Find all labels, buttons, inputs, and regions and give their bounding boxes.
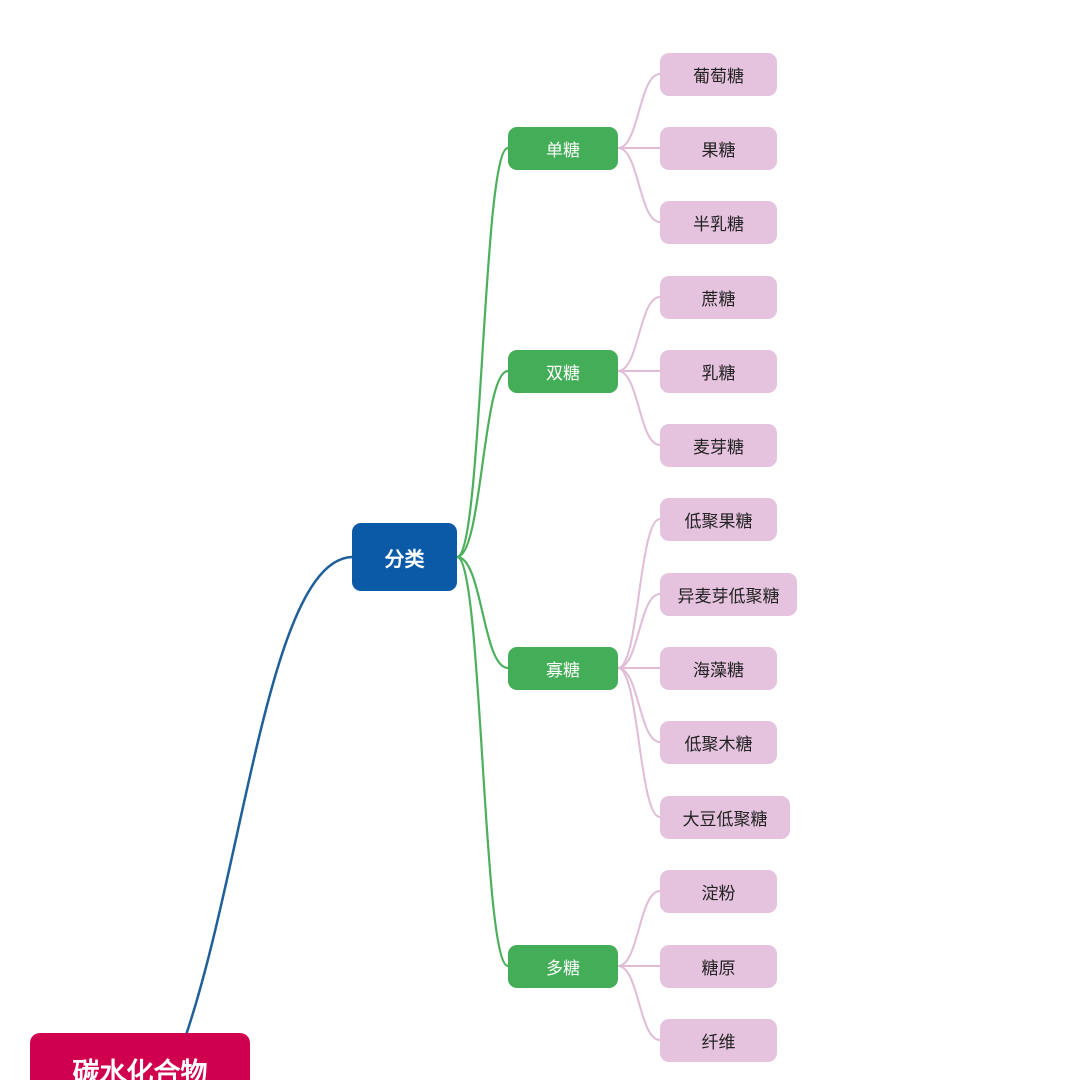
leaf-node-label: 果糖 — [701, 140, 736, 161]
leaf-node-guatang-3[interactable]: 低聚木糖 — [660, 720, 777, 764]
leaf-node-label: 海藻糖 — [693, 660, 744, 681]
link-guatang-to-leaf-4 — [617, 667, 661, 818]
leaf-node-shuangtang-1[interactable]: 乳糖 — [660, 349, 777, 393]
group-node-shuangtang[interactable]: 双糖 — [508, 349, 618, 393]
link-root-to-classification — [184, 555, 353, 1036]
leaf-node-duotang-1[interactable]: 糖原 — [660, 944, 777, 988]
leaf-node-label: 麦芽糖 — [693, 437, 744, 458]
leaf-node-label: 乳糖 — [701, 363, 736, 384]
link-shuangtang-to-leaf-0 — [617, 296, 661, 372]
root-node-label: 碳水化合物 — [72, 1058, 208, 1080]
leaf-node-guatang-4[interactable]: 大豆低聚糖 — [660, 795, 790, 839]
leaf-node-guatang-2[interactable]: 海藻糖 — [660, 646, 777, 690]
leaf-node-dantang-2[interactable]: 半乳糖 — [660, 200, 777, 244]
leaf-node-label: 蔗糖 — [701, 289, 736, 310]
leaf-node-label: 纤维 — [701, 1032, 736, 1053]
leaf-node-duotang-0[interactable]: 淀粉 — [660, 869, 777, 913]
group-node-guatang[interactable]: 寡糖 — [508, 646, 618, 690]
group-node-label: 多糖 — [546, 958, 580, 979]
group-node-label: 单糖 — [546, 140, 580, 161]
link-dantang-to-leaf-2 — [617, 147, 661, 223]
branch-node-classification[interactable]: 分类 — [352, 523, 457, 591]
group-node-duotang[interactable]: 多糖 — [508, 944, 618, 988]
link-duotang-to-leaf-2 — [617, 965, 661, 1041]
root-node[interactable]: 碳水化合物 — [30, 1033, 250, 1080]
branch-node-label: 分类 — [384, 546, 425, 571]
group-node-label: 寡糖 — [546, 660, 580, 681]
link-guatang-to-leaf-3 — [617, 667, 661, 743]
leaf-node-shuangtang-2[interactable]: 麦芽糖 — [660, 423, 777, 467]
link-classification-to-duotang — [455, 555, 510, 968]
leaf-node-label: 糖原 — [701, 958, 736, 979]
leaf-node-label: 淀粉 — [701, 883, 736, 904]
link-classification-to-guatang — [455, 555, 510, 670]
group-node-label: 双糖 — [546, 363, 580, 384]
leaf-node-shuangtang-0[interactable]: 蔗糖 — [660, 275, 777, 319]
leaf-node-label: 大豆低聚糖 — [682, 809, 768, 830]
leaf-node-label: 低聚果糖 — [684, 511, 753, 532]
leaf-node-dantang-1[interactable]: 果糖 — [660, 126, 777, 170]
link-shuangtang-to-leaf-2 — [617, 370, 661, 446]
leaf-node-label: 半乳糖 — [693, 214, 744, 235]
leaf-node-duotang-2[interactable]: 纤维 — [660, 1018, 777, 1062]
leaf-node-guatang-0[interactable]: 低聚果糖 — [660, 497, 777, 541]
link-classification-to-shuangtang — [455, 369, 510, 559]
link-duotang-to-leaf-0 — [617, 890, 661, 967]
group-node-dantang[interactable]: 单糖 — [508, 126, 618, 170]
leaf-node-label: 异麦芽低聚糖 — [677, 586, 780, 607]
leaf-node-dantang-0[interactable]: 葡萄糖 — [660, 52, 777, 96]
link-classification-to-dantang — [455, 146, 510, 559]
link-dantang-to-leaf-0 — [617, 73, 661, 149]
leaf-node-label: 葡萄糖 — [693, 66, 744, 87]
leaf-node-guatang-1[interactable]: 异麦芽低聚糖 — [660, 572, 797, 616]
leaf-node-label: 低聚木糖 — [684, 734, 753, 755]
link-guatang-to-leaf-1 — [617, 593, 661, 669]
link-guatang-to-leaf-0 — [617, 518, 661, 669]
